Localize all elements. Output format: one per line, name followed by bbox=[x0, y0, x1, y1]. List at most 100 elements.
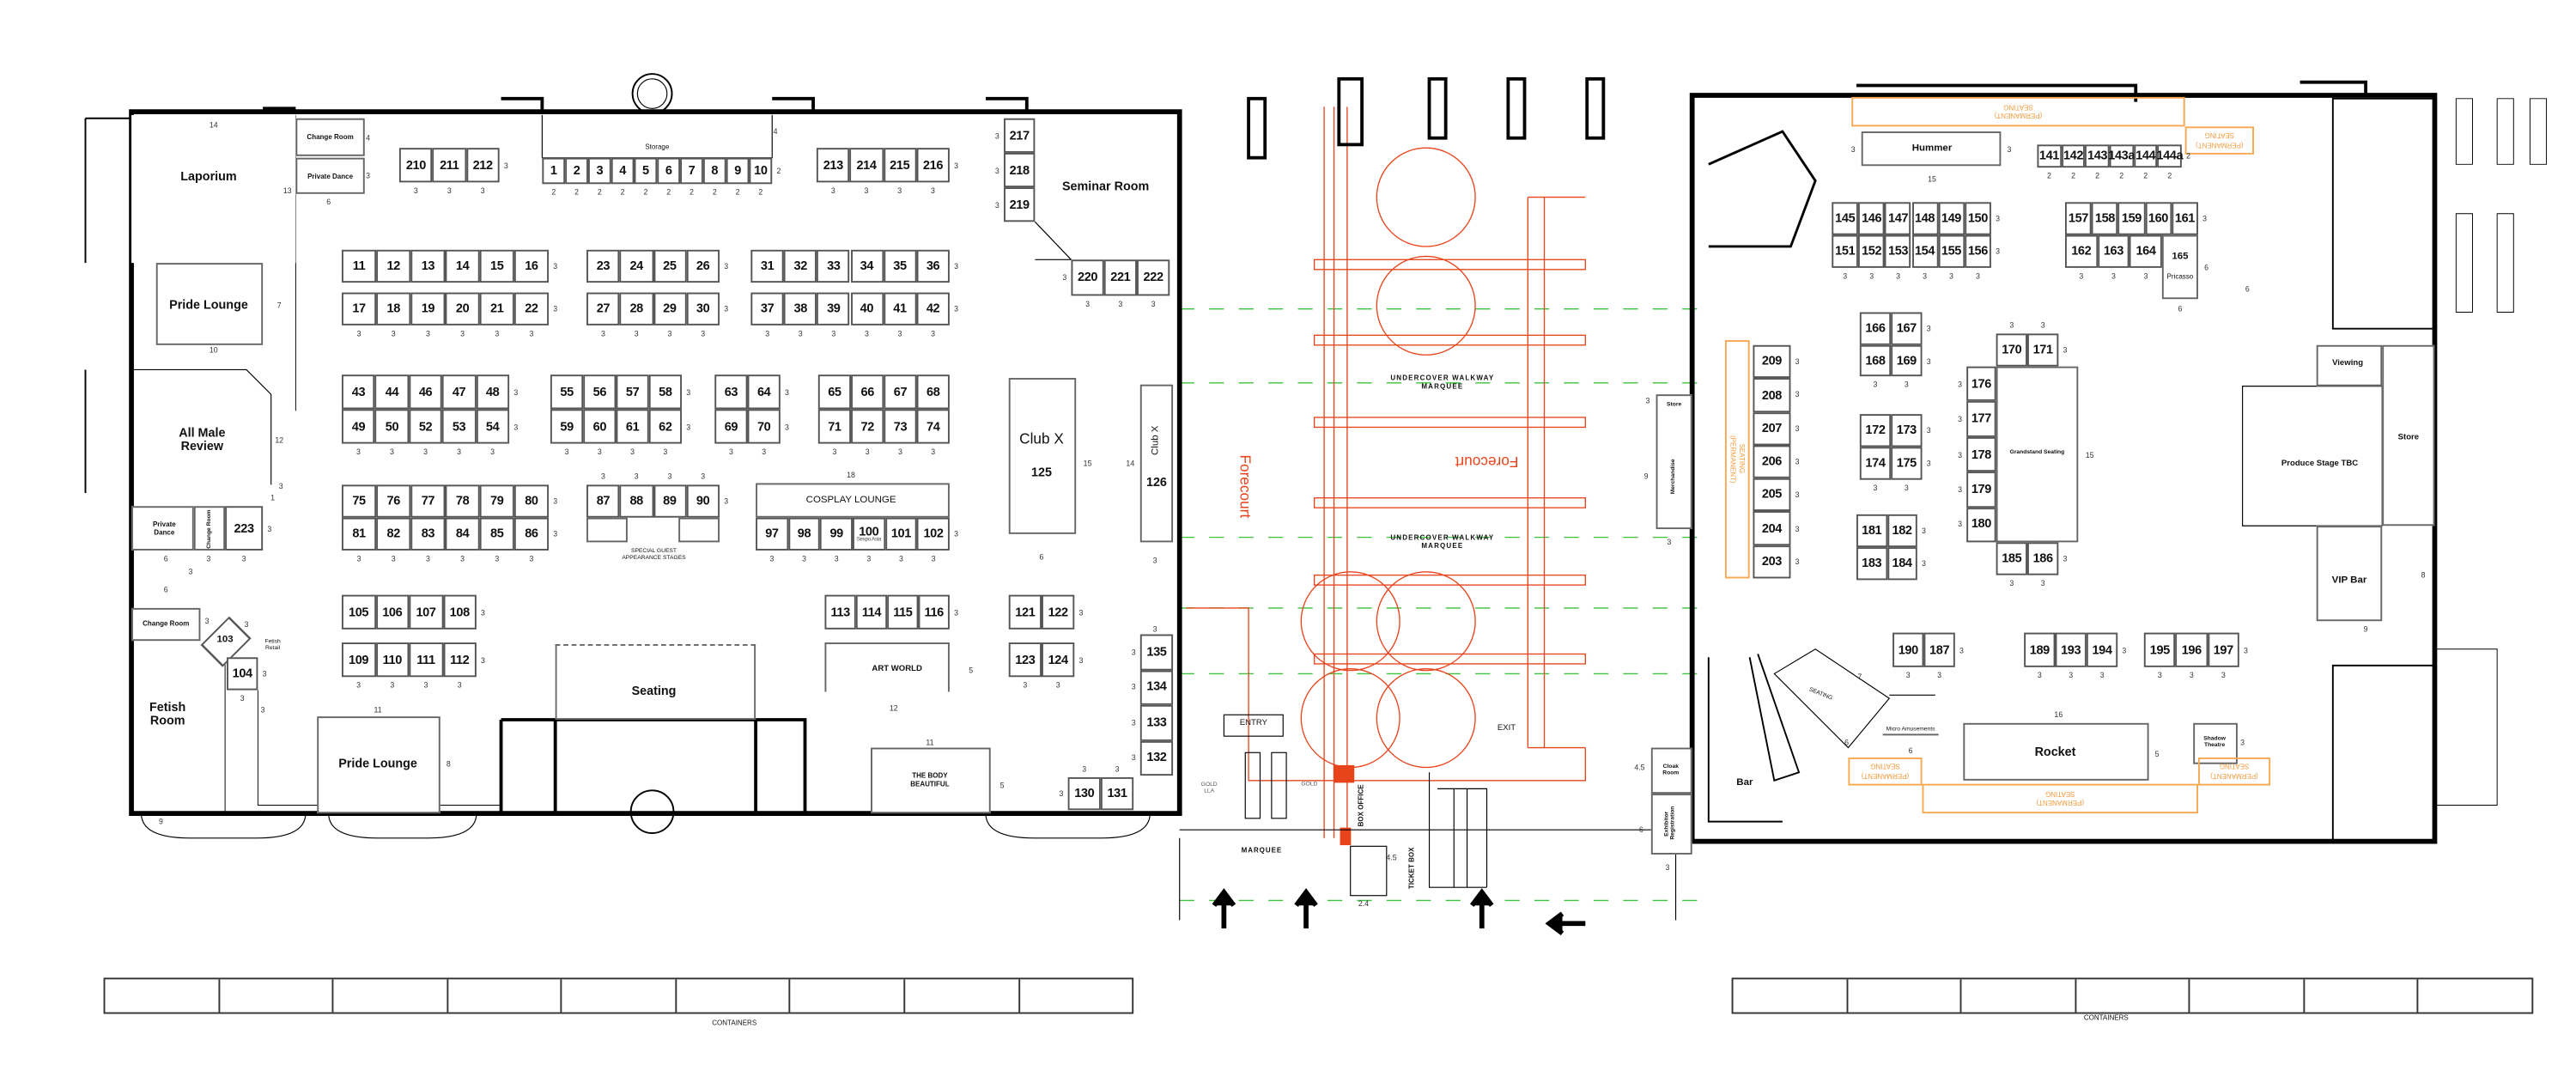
booth-number: 169 bbox=[1896, 352, 1917, 368]
booth-38: 38 bbox=[783, 292, 817, 326]
booth-222: 222 bbox=[1136, 259, 1170, 296]
booth-59: 59 bbox=[550, 409, 584, 444]
permanent-seating-bottom-left: (PERMANENT)SEATING bbox=[1848, 758, 1923, 786]
booth-190: 190 bbox=[1893, 632, 1924, 667]
booth-number: 110 bbox=[382, 652, 403, 667]
booth-number: 115 bbox=[893, 604, 913, 619]
booth-number: 193 bbox=[2061, 642, 2081, 657]
booth-dimension: 3 bbox=[1023, 681, 1028, 690]
forecourt-fixtures bbox=[1179, 76, 1692, 921]
booth-dimension: 3 bbox=[864, 186, 869, 195]
container-bay bbox=[105, 979, 220, 1013]
booth-number: 116 bbox=[924, 604, 945, 619]
booth-dimension: 3 bbox=[954, 607, 958, 617]
booth-number: 74 bbox=[927, 418, 940, 434]
grandstand-seating bbox=[1996, 366, 2079, 543]
booth-197: 197 bbox=[2207, 632, 2239, 667]
booth-162: 162 bbox=[2064, 234, 2098, 268]
change-room-mid bbox=[193, 506, 226, 551]
booth-195: 195 bbox=[2143, 632, 2176, 667]
container-bay bbox=[905, 979, 1020, 1013]
booth-26: 26 bbox=[686, 249, 720, 283]
booth-3: 3 bbox=[587, 157, 611, 185]
booth-number: 3 bbox=[596, 162, 604, 179]
left-hall-walls bbox=[84, 73, 1182, 839]
booth-dimension: 3 bbox=[2157, 671, 2162, 680]
hummer-label: Hummer bbox=[1911, 143, 1953, 155]
booth-dimension: 2 bbox=[2143, 171, 2148, 180]
booth-dimension: 3 bbox=[2040, 321, 2045, 330]
booth-number: 80 bbox=[525, 493, 538, 508]
booth-5: 5 bbox=[634, 157, 658, 185]
booth-number: 27 bbox=[596, 301, 611, 316]
booth-dimension: 3 bbox=[240, 694, 245, 703]
booth-number: 64 bbox=[756, 384, 771, 399]
booth-6: 6 bbox=[657, 157, 681, 185]
room-dimension: 6 bbox=[326, 198, 331, 207]
booth-number: 186 bbox=[2032, 551, 2053, 566]
booth-dimension: 3 bbox=[457, 447, 462, 456]
booth-dimension: 3 bbox=[356, 447, 361, 456]
booth-75: 75 bbox=[341, 484, 377, 518]
booth-dimension: 3 bbox=[1115, 764, 1120, 774]
booth-dimension: 2 bbox=[690, 188, 694, 197]
booth-185: 185 bbox=[1996, 542, 2027, 575]
laporium-label: Laporium bbox=[180, 168, 237, 185]
booth-164: 164 bbox=[2129, 234, 2162, 268]
booth-dimension: 2 bbox=[574, 188, 580, 197]
booth-146: 146 bbox=[1858, 202, 1886, 235]
store-right-label: Store bbox=[2397, 432, 2420, 443]
booth-number: 99 bbox=[829, 526, 843, 541]
booth-number: 79 bbox=[490, 493, 504, 508]
booth-dimension: 3 bbox=[413, 186, 418, 195]
booth-dimension: 3 bbox=[1869, 271, 1874, 281]
booth-29: 29 bbox=[653, 292, 687, 326]
walkway-marquee-label-1: UNDERCOVER WALKWAY MARQUEE bbox=[1390, 374, 1495, 390]
booth-number: 147 bbox=[1888, 210, 1909, 226]
booth-number: 89 bbox=[663, 493, 677, 508]
booth-9: 9 bbox=[726, 157, 750, 185]
box-office-label: BOX OFFICE bbox=[1356, 784, 1365, 826]
booth-number: 212 bbox=[472, 157, 493, 173]
booth-number: 5 bbox=[642, 162, 649, 179]
booth-dimension: 3 bbox=[423, 681, 428, 690]
booth-number: 122 bbox=[1048, 604, 1068, 619]
seating-text: SEATING bbox=[2219, 763, 2250, 772]
permanent-seating-top: (PERMANENT)SEATING bbox=[1851, 96, 2185, 127]
booth-number: 98 bbox=[797, 526, 811, 541]
booth-46: 46 bbox=[409, 374, 443, 410]
permanent-seating-bottom-right: (PERMANENT)SEATING bbox=[2197, 758, 2271, 786]
booth-223: 223 bbox=[225, 506, 264, 551]
booth-dimension: 3 bbox=[1904, 484, 1909, 493]
booth-87: 87 bbox=[586, 484, 620, 518]
fetish-retail-label: Fetish Retail bbox=[264, 637, 281, 651]
booth-number: 21 bbox=[490, 301, 504, 316]
booth-dimension: 3 bbox=[1904, 380, 1909, 389]
booth-number: 213 bbox=[823, 157, 843, 173]
booth-dimension: 3 bbox=[1959, 645, 1964, 654]
booth-dimension: 2 bbox=[2186, 151, 2190, 161]
booth-dimension: 3 bbox=[1896, 271, 1901, 281]
booth-182: 182 bbox=[1886, 514, 1917, 548]
direction-arrows bbox=[1212, 888, 1586, 936]
booth-dimension: 3 bbox=[457, 681, 462, 690]
rocket bbox=[1963, 722, 2149, 781]
room-dimension: 9 bbox=[2363, 624, 2368, 634]
booth-number: 205 bbox=[1761, 487, 1783, 502]
booth-number: 62 bbox=[659, 418, 672, 434]
booth-number: 70 bbox=[756, 418, 771, 434]
room-dimension: 6 bbox=[163, 586, 168, 594]
booth-68: 68 bbox=[916, 374, 950, 410]
booth-108: 108 bbox=[442, 594, 477, 630]
booth-number: 57 bbox=[625, 384, 640, 399]
booth-number: 176 bbox=[1971, 375, 1991, 392]
booth-43: 43 bbox=[341, 374, 375, 410]
booth-number: 207 bbox=[1761, 420, 1783, 435]
booth-number: 7 bbox=[688, 162, 696, 179]
booth-number: 55 bbox=[560, 384, 574, 399]
room-dimension: 3 bbox=[1152, 624, 1157, 634]
booth-dimension: 3 bbox=[931, 554, 936, 563]
booth-dimension: 3 bbox=[1926, 324, 1931, 333]
booth-211: 211 bbox=[432, 148, 466, 183]
